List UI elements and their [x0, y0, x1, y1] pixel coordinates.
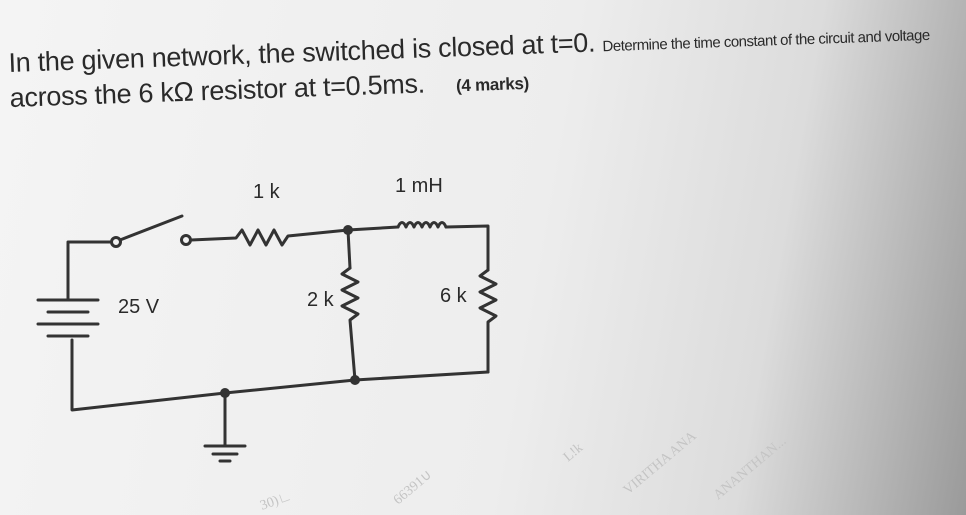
junction-node-bottom [350, 375, 360, 385]
switch-blade [118, 214, 184, 242]
wire-bottom-right [353, 370, 490, 382]
watermark-4: VIRITHA ANA [621, 428, 700, 498]
watermark-5: ANANTHAN... [711, 434, 789, 503]
resistor-1k-label: 1 k [253, 181, 281, 203]
switch-contact-right [180, 234, 192, 246]
source-label: 25 V [118, 296, 160, 318]
resistor-1k [189, 228, 350, 247]
resistor-2k-label: 2 k [307, 289, 335, 311]
junction-node-ground [220, 388, 230, 398]
wire-left-top [66, 240, 114, 302]
switch-contact-left [110, 236, 122, 248]
wire-top-right [346, 225, 400, 232]
resistor-6k-label: 6 k [440, 285, 468, 307]
wire-2k-top [346, 228, 352, 270]
watermark-2: 66391∪ [391, 467, 435, 508]
watermark-1: 30)∟ [258, 489, 294, 514]
resistor-2k [340, 266, 360, 382]
inductor-1mh [396, 221, 448, 229]
watermark-3: L!k [561, 441, 586, 465]
inductor-label: 1 mH [395, 175, 443, 197]
junction-node-top [343, 225, 353, 235]
resistor-6k [478, 268, 498, 374]
wire-inductor-to-6k [444, 224, 490, 272]
ground-symbol [203, 444, 247, 463]
wire-bottom [70, 338, 357, 412]
battery-plates [36, 298, 100, 338]
